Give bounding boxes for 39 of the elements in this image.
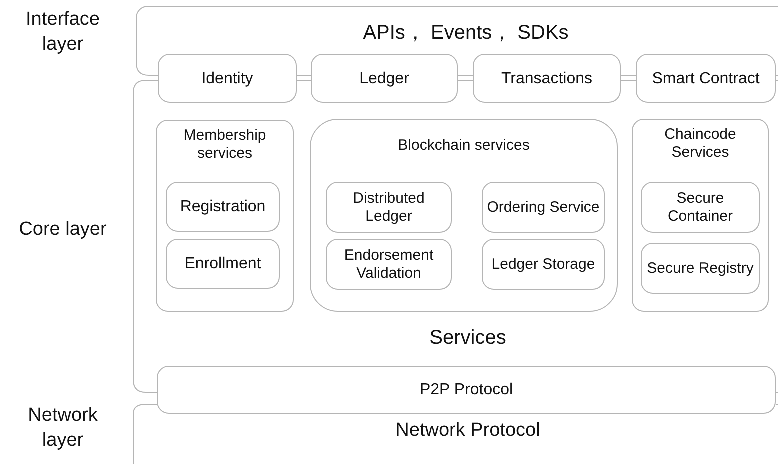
box-label: Registration xyxy=(179,197,267,217)
layer-box xyxy=(158,54,297,103)
box-label: Smart Contract xyxy=(651,68,761,88)
service-group-box xyxy=(310,119,618,312)
layer-box xyxy=(136,6,778,54)
box-label: Ledger xyxy=(358,68,410,88)
layer-box xyxy=(473,54,621,103)
box-label: Chaincode Services xyxy=(664,126,738,162)
component-box xyxy=(641,182,760,233)
box-label: Ledger Storage xyxy=(490,256,596,274)
component-box xyxy=(641,243,760,294)
box-label: Endorsement Validation xyxy=(343,246,435,282)
service-group-box xyxy=(156,120,294,312)
component-box xyxy=(166,239,280,289)
box-label: Blockchain services xyxy=(397,137,531,155)
box-label: Ordering Service xyxy=(486,198,601,216)
box-label: Identity xyxy=(200,68,254,88)
box-label: Secure Registry xyxy=(646,260,755,278)
service-group-box xyxy=(632,119,769,312)
box-label: Membership services xyxy=(182,127,268,163)
box-label: Network Protocol xyxy=(394,420,542,443)
box-label: APIs， Events， SDKs xyxy=(362,21,570,45)
layer-label: Interface layer xyxy=(25,8,101,57)
box-label: Transactions xyxy=(500,68,594,88)
component-box xyxy=(326,182,452,233)
layer-box xyxy=(311,54,458,103)
component-box xyxy=(482,182,605,233)
layer-box xyxy=(157,366,776,414)
component-box xyxy=(482,239,605,290)
layer-box xyxy=(636,54,776,103)
layer-label: Core layer xyxy=(18,218,108,242)
box-label: P2P Protocol xyxy=(418,380,514,400)
layer-label: Network layer xyxy=(27,404,99,453)
box-label: Services xyxy=(428,326,508,350)
box-label: Secure Container xyxy=(666,190,734,226)
component-box xyxy=(166,182,280,232)
box-label: Distributed Ledger xyxy=(352,190,426,226)
component-box xyxy=(326,239,452,290)
box-label: Enrollment xyxy=(184,254,262,274)
